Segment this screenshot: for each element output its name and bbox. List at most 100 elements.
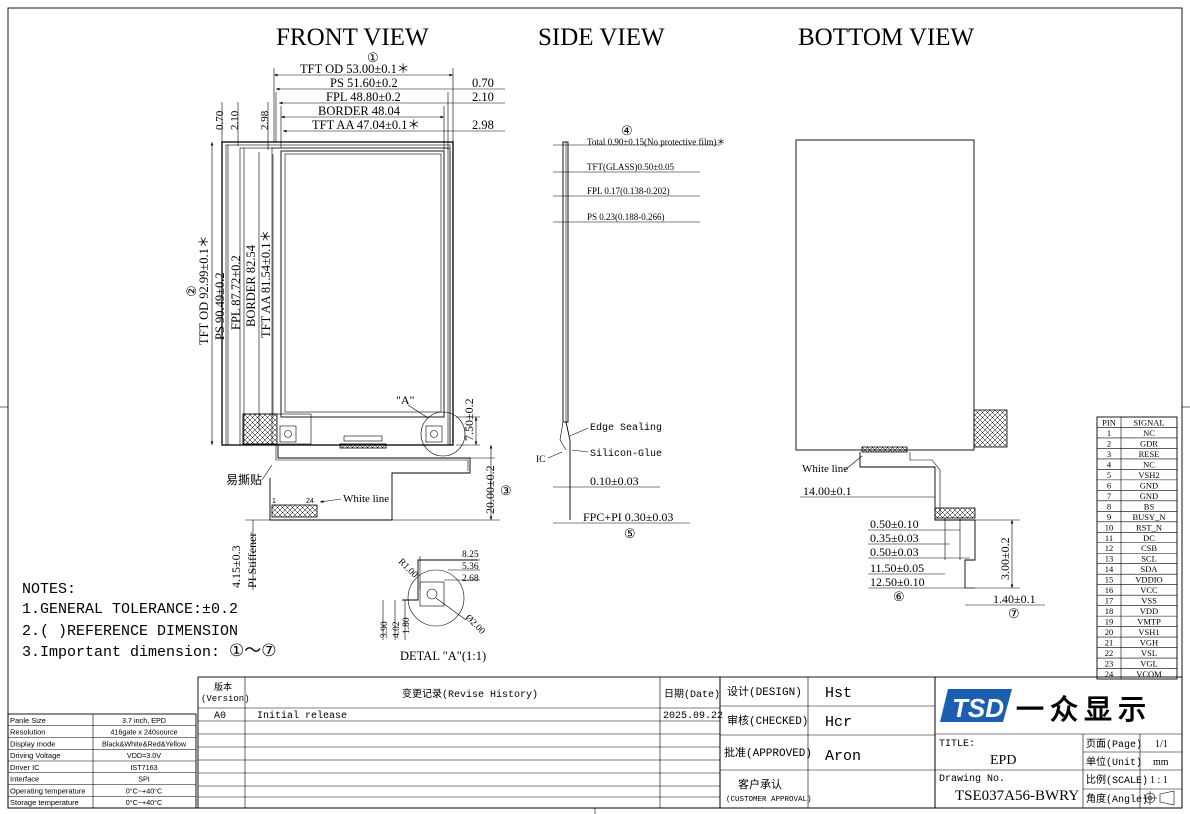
side-edge-sealing: Edge Sealing	[590, 422, 662, 434]
dim-tft-aa-width: TFT AA 47.04±0.1＊	[312, 118, 420, 132]
front-view: TFT OD 53.00±0.1＊ PS 51.60±0.2 0.70 FPL …	[184, 62, 512, 590]
pin-number: 19	[1105, 617, 1114, 627]
pin-signal: BS	[1144, 501, 1155, 511]
label-a: "A"	[396, 393, 415, 407]
pin-signal: VDD	[1140, 606, 1158, 616]
signoff-table: 设计(DESIGN) Hst 审核(CHECKED) Hcr 批准(APPROV…	[719, 676, 936, 809]
pin-signal: VSH1	[1138, 627, 1159, 637]
front-view-title: FRONT VIEW	[276, 24, 429, 51]
spec-value: SPI	[138, 775, 150, 784]
pin-number: 12	[1105, 543, 1114, 553]
dim-top-298: 2.98	[259, 110, 271, 130]
title-block: TSD 一众显示 TITLE: EPD Drawing No. TSE037A5…	[934, 676, 1183, 809]
projection-symbol-icon	[1143, 790, 1175, 806]
detail-390: 3.90	[380, 621, 390, 638]
marker-6: ⑥	[893, 589, 905, 604]
dim-fpl-width: FPL 48.80±0.2	[326, 90, 401, 104]
dim-2000: 20.00±0.2	[483, 465, 497, 514]
spec-value: VDD=3.0V	[127, 751, 161, 760]
pin-signal: DC	[1143, 533, 1155, 543]
pin-number: 22	[1105, 648, 1114, 658]
rev-version-label2: (Version)	[201, 694, 250, 704]
pin-number: 15	[1105, 575, 1114, 585]
rev-date: 2025.09.22	[663, 711, 723, 722]
dim-ps-height: PS 90.49±0.2	[213, 272, 227, 340]
spec-value: 3.7 inch, EPD	[122, 716, 166, 725]
spec-value: IST7163	[130, 763, 157, 772]
pin-signal: VCC	[1140, 585, 1158, 595]
peel-label: 易撕贴	[226, 473, 262, 487]
side-ic: IC	[536, 455, 546, 465]
bottom-dim-1: 0.35±0.03	[870, 531, 919, 545]
pin-number: 11	[1105, 533, 1113, 543]
spec-label: Interface	[10, 775, 39, 784]
unit-value: mm	[1153, 757, 1169, 768]
dim-ps-width: PS 51.60±0.2	[330, 76, 398, 90]
bottom-300: 3.00±0.2	[998, 537, 1012, 580]
spec-value: 416gate x 240source	[110, 728, 177, 737]
pin-number: 21	[1105, 638, 1114, 648]
pin-signal: VCOM	[1136, 669, 1162, 679]
side-silicon-glue: Silicon-Glue	[590, 448, 662, 460]
rev-version-label: 版本	[214, 681, 232, 692]
side-fpc: FPC+PI 0.30±0.03	[583, 510, 673, 524]
pin-number: 1	[1107, 428, 1111, 438]
bottom-1400: 14.00±0.1	[803, 484, 852, 498]
marker-3: ③	[500, 483, 512, 498]
side-view: ④ Total 0.90±0.15(No protective film)＊ T…	[536, 123, 726, 541]
pin-number: 8	[1107, 501, 1111, 511]
pin-signal: VDDIO	[1135, 575, 1162, 585]
bottom-dim-2: 0.50±0.03	[870, 545, 919, 559]
pin-signal: GND	[1140, 491, 1158, 501]
scale-label: 比例(SCALE)	[1086, 773, 1148, 787]
pin-signal: GND	[1140, 480, 1158, 490]
side-view-title: SIDE VIEW	[538, 24, 665, 51]
detail-r100: R1.00	[396, 557, 419, 580]
spec-label: Driver IC	[10, 763, 40, 772]
pin-signal: GDR	[1140, 438, 1158, 448]
side-total: Total 0.90±0.15(No protective film)＊	[587, 137, 726, 147]
signal-header: SIGNAL	[1133, 417, 1164, 427]
unit-label: 单位(Unit)	[1086, 755, 1142, 769]
customer-label: 客户承认	[738, 777, 782, 792]
pin-signal: NC	[1143, 428, 1155, 438]
pin-number: 18	[1105, 606, 1114, 616]
spec-label: Storage temperature	[10, 798, 79, 807]
dim-top-210: 2.10	[229, 110, 241, 130]
dim-right-298: 2.98	[472, 118, 494, 132]
pin-signal: VSL	[1141, 648, 1157, 658]
bottom-dim-3: 11.50±0.05	[870, 561, 924, 575]
spec-label: Panle Size	[10, 716, 46, 725]
pin-header: PIN	[1102, 417, 1116, 427]
dim-border-width: BORDER 48.04	[318, 104, 401, 118]
spec-label: Driving Voltage	[10, 751, 60, 760]
dim-stiffener: 4.15±0.3	[229, 545, 243, 588]
bottom-dim-4: 12.50±0.10	[870, 575, 925, 589]
pin-signal: VGH	[1140, 638, 1158, 648]
company-logo: TSD 一众显示	[940, 689, 1152, 725]
angle-label: 角度(Angle)	[1086, 792, 1148, 806]
logo-text: 一众显示	[1016, 694, 1152, 725]
marker-1: ①	[367, 50, 379, 65]
rev-date-label: 日期(Date)	[664, 688, 720, 701]
note-2: 2.( )REFERENCE DIMENSION	[22, 623, 238, 640]
spec-label: Resolution	[10, 728, 45, 737]
fpc-pin-24: 24	[306, 498, 314, 505]
pin-signal: VGL	[1140, 659, 1157, 669]
front-white-line-label: White line	[343, 493, 389, 505]
pin-number: 24	[1105, 669, 1114, 679]
spec-label: Operating temperature	[10, 786, 85, 795]
page-label: 页面(Page)	[1086, 738, 1142, 751]
design-value: Hst	[825, 685, 852, 702]
marker-4: ④	[621, 123, 633, 138]
detail-a: 8.25 5.36 2.68 R1.00 Ø2.00 3.90 4.02 1.8…	[380, 550, 487, 663]
side-glass: TFT(GLASS)0.50±0.05	[587, 162, 674, 172]
pin-number: 10	[1105, 522, 1114, 532]
customer-label2: (CUSTOMER APPROVAL)	[726, 796, 812, 804]
drawing-label: Drawing No.	[939, 773, 1005, 785]
sheet-border	[7, 7, 1183, 809]
pin-number: 4	[1107, 459, 1112, 469]
pin-signal: CSB	[1141, 543, 1157, 553]
